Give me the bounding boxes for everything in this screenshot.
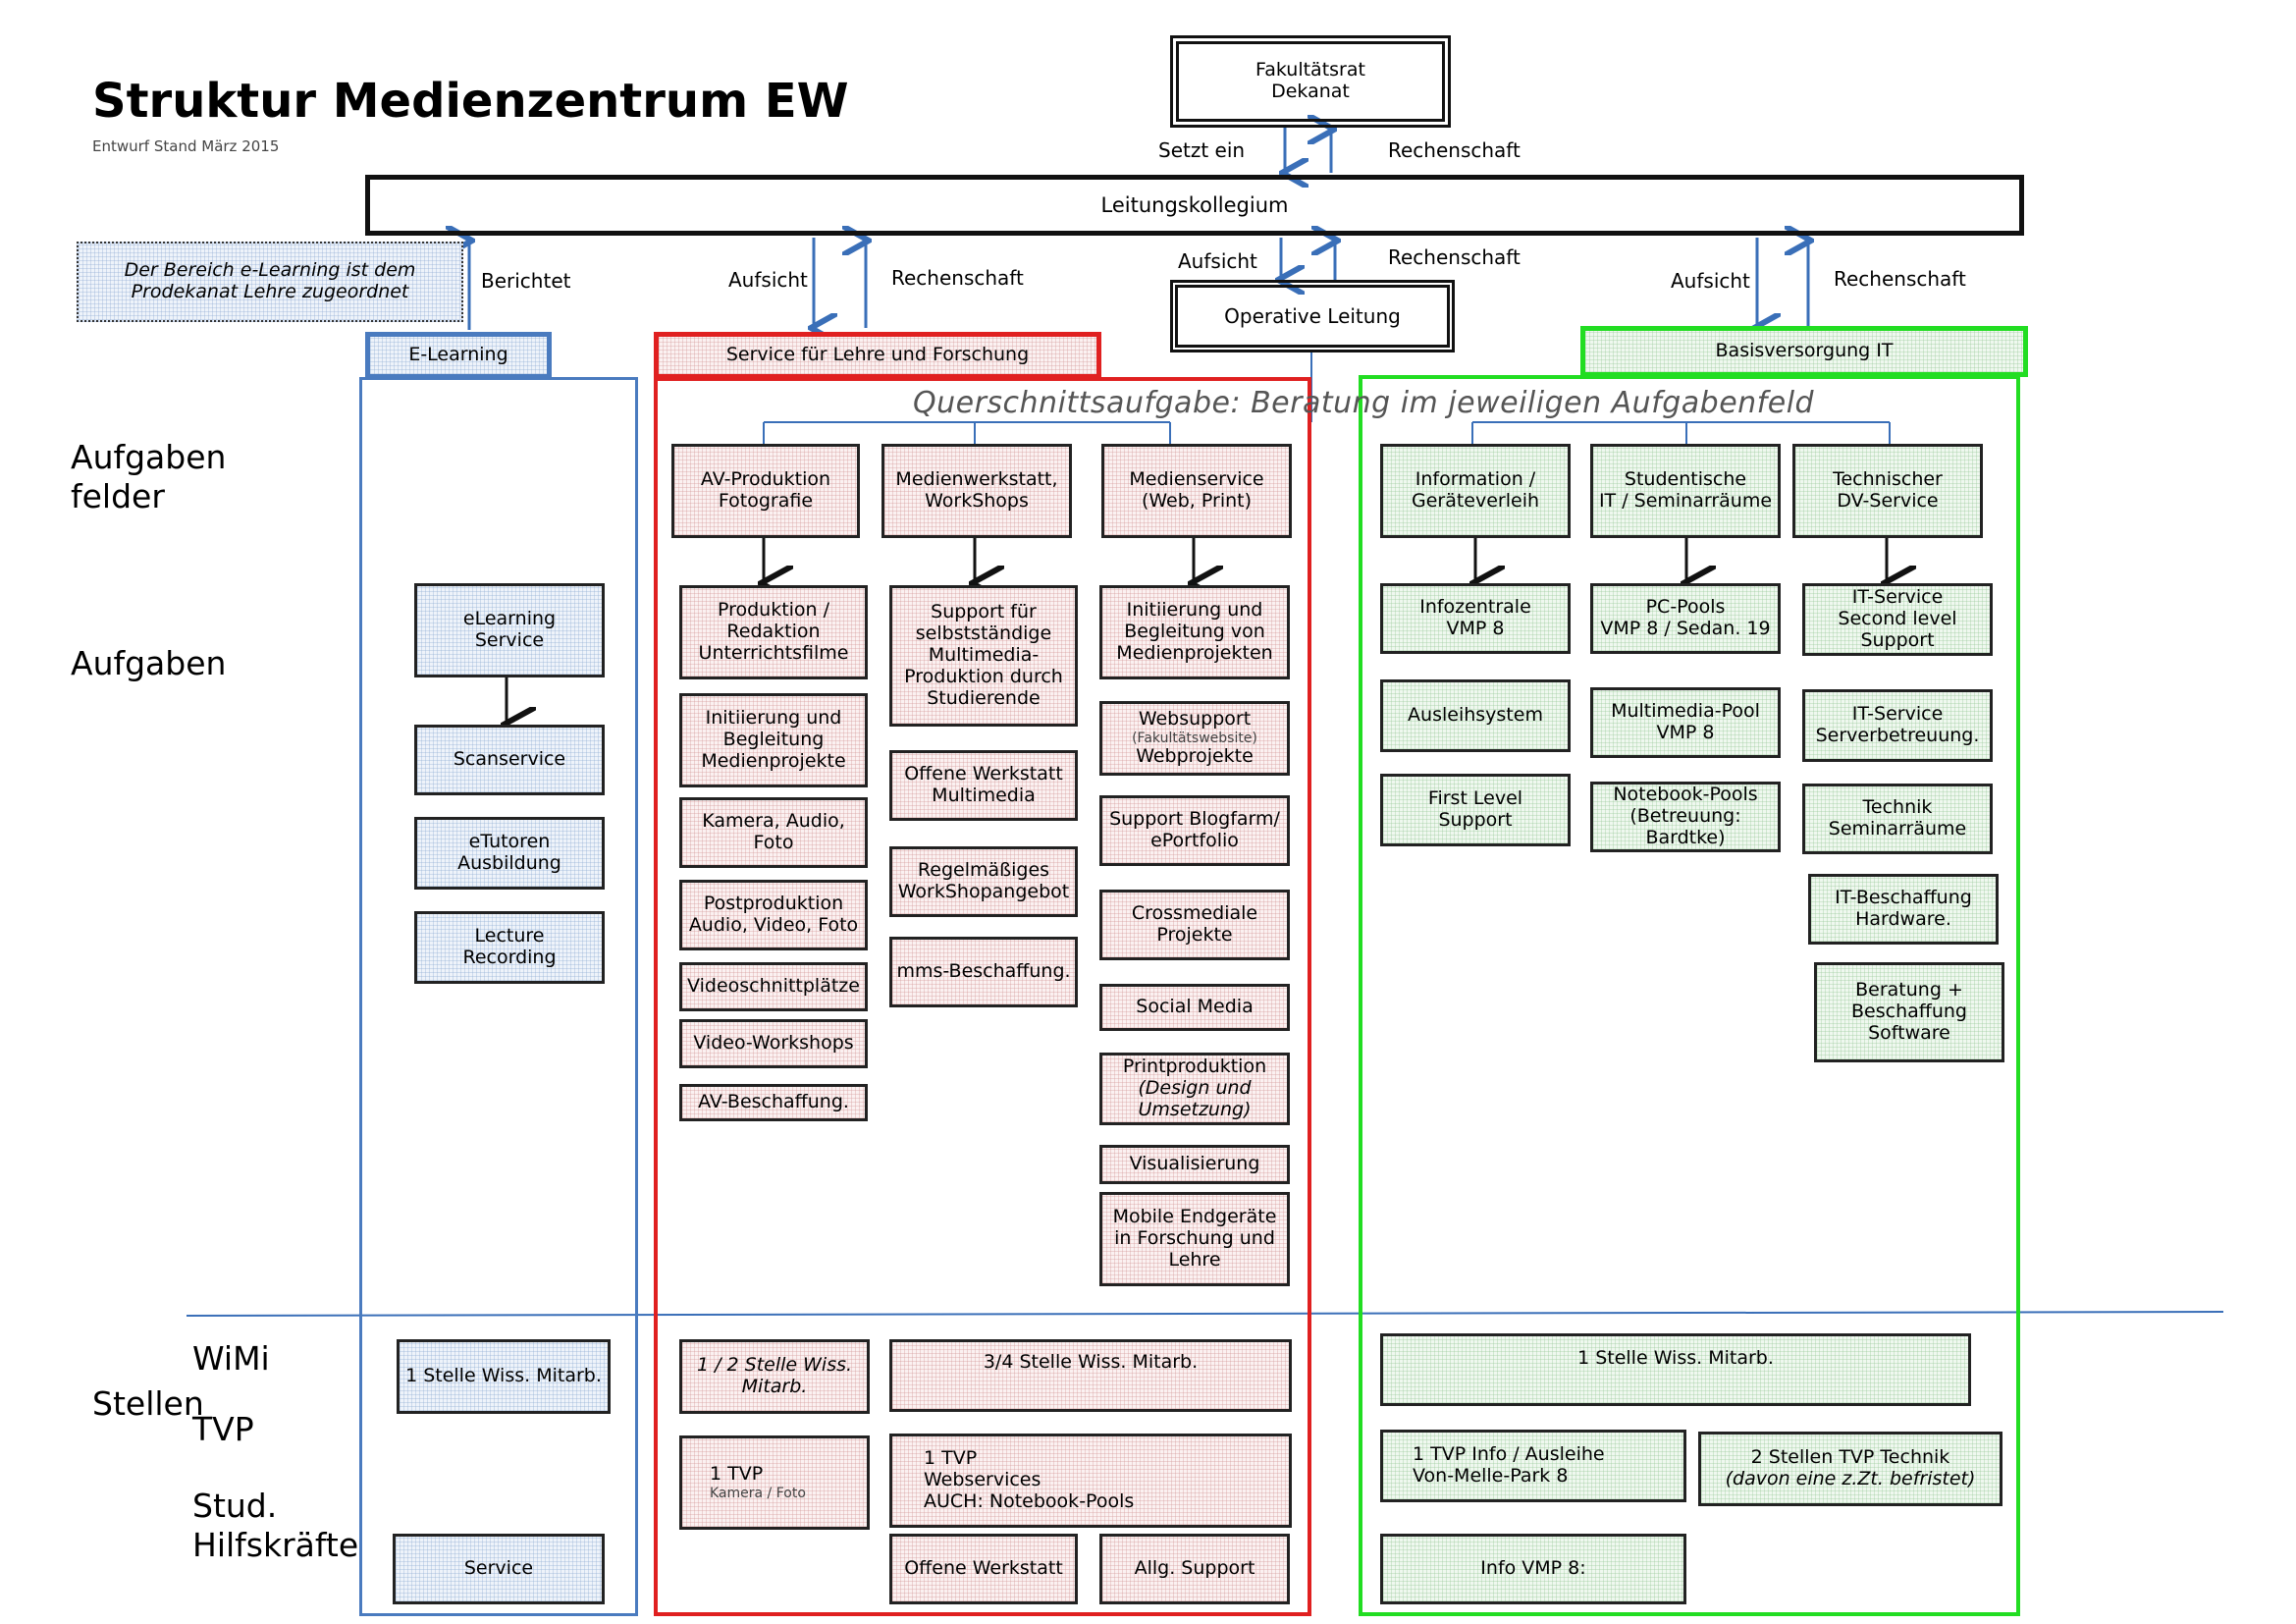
task-etutoren: eTutoren Ausbildung: [414, 817, 605, 890]
service-header: Service für Lehre und Forschung: [654, 332, 1101, 379]
operative-leitung-box: Operative Leitung: [1170, 280, 1455, 352]
task-beratung-software: Beratung + Beschaffung Software: [1814, 962, 2004, 1062]
it-tvp-technik-italic: (davon eine z.Zt. befristet): [1725, 1468, 1976, 1489]
field-medienwerkstatt: Medienwerkstatt, WorkShops: [881, 444, 1072, 538]
label-tvp: TVP: [192, 1410, 254, 1448]
label-aufgabenfelder: Aufgaben felder: [71, 438, 227, 515]
service-tvp-webservices: 1 TVP Webservices AUCH: Notebook-Pools: [889, 1434, 1292, 1528]
task-workshopangebot: Regelmäßiges WorkShopangebot: [889, 846, 1078, 917]
task-produktion-redaktion: Produktion / Redaktion Unterrichtsfilme: [679, 585, 868, 679]
task-it-service-second-level: IT-Service Second level Support: [1802, 583, 1993, 656]
task-lecture-recording: Lecture Recording: [414, 911, 605, 984]
service-tvp-small: Kamera / Foto: [710, 1485, 806, 1501]
it-tvp-technik: 2 Stellen TVP Technik (davon eine z.Zt. …: [1698, 1432, 2002, 1506]
task-websupport: Websupport (Fakultätswebsite) Webprojekt…: [1099, 701, 1290, 776]
elearning-note: Der Bereich e-Learning ist dem Prodekana…: [77, 242, 463, 322]
websupport-small: (Fakultätswebsite): [1132, 730, 1257, 746]
it-section: [1359, 375, 2020, 1616]
page-title: Struktur Medienzentrum EW: [92, 74, 849, 129]
service-tvp-title: 1 TVP: [710, 1463, 764, 1486]
page-subtitle: Entwurf Stand März 2015: [92, 137, 280, 155]
cross-section-label: Querschnittsaufgabe: Beratung im jeweili…: [913, 386, 1815, 420]
it-wimi: 1 Stelle Wiss. Mitarb.: [1380, 1333, 1971, 1406]
task-visualisierung: Visualisierung: [1099, 1145, 1290, 1184]
task-postproduktion: Postproduktion Audio, Video, Foto: [679, 880, 868, 950]
task-videoschnittplaetze: Videoschnittplätze: [679, 962, 868, 1011]
task-offene-werkstatt: Offene Werkstatt Multimedia: [889, 750, 1078, 821]
field-information-geraeteverleih: Information / Geräteverleih: [1380, 444, 1571, 538]
elearning-stud: Service: [393, 1534, 605, 1604]
aufsicht-label-operative: Aufsicht: [1178, 249, 1257, 273]
task-notebook-pools: Notebook-Pools (Betreuung: Bardtke): [1590, 782, 1781, 852]
aufsicht-label-service: Aufsicht: [728, 268, 808, 292]
websupport-bottom: Webprojekte: [1136, 745, 1254, 768]
task-ausleihsystem: Ausleihsystem: [1380, 679, 1571, 752]
task-it-service-server: IT-Service Serverbetreuung.: [1802, 689, 1993, 762]
elearning-header: E-Learning: [365, 332, 552, 379]
task-support-selbststaendige: Support für selbstständige Multimedia- P…: [889, 585, 1078, 727]
rechenschaft-label-it: Rechenschaft: [1834, 267, 1966, 291]
websupport-title: Websupport: [1138, 708, 1252, 731]
service-wimi-half: 1 / 2 Stelle Wiss. Mitarb.: [679, 1339, 870, 1414]
rechenschaft-label-service: Rechenschaft: [891, 266, 1024, 290]
field-av-produktion: AV-Produktion Fotografie: [671, 444, 860, 538]
elearning-section: [359, 377, 638, 1616]
berichtet-label: Berichtet: [481, 269, 571, 293]
printproduktion-italic: (Design und Umsetzung): [1138, 1077, 1252, 1120]
printproduktion-title: Printproduktion: [1122, 1056, 1267, 1078]
setzt-ein-label: Setzt ein: [1158, 138, 1246, 162]
task-printproduktion: Printproduktion (Design und Umsetzung): [1099, 1053, 1290, 1125]
task-scanservice: Scanservice: [414, 725, 605, 795]
task-infozentrale: Infozentrale VMP 8: [1380, 583, 1571, 654]
elearning-wimi: 1 Stelle Wiss. Mitarb.: [397, 1339, 611, 1414]
service-stud-offene-werkstatt: Offene Werkstatt: [889, 1534, 1078, 1604]
label-wimi: WiMi: [192, 1339, 270, 1378]
task-pc-pools: PC-Pools VMP 8 / Sedan. 19: [1590, 583, 1781, 654]
task-video-workshops: Video-Workshops: [679, 1019, 868, 1068]
it-tvp-info-ausleihe: 1 TVP Info / Ausleihe Von-Melle-Park 8: [1380, 1430, 1686, 1502]
task-mms-beschaffung: mms-Beschaffung.: [889, 937, 1078, 1007]
task-kamera-audio-foto: Kamera, Audio, Foto: [679, 797, 868, 868]
label-stellen: Stellen: [92, 1384, 204, 1423]
task-multimedia-pool: Multimedia-Pool VMP 8: [1590, 687, 1781, 758]
task-initiierung-medienprojekte: Initiierung und Begleitung Medienprojekt…: [679, 693, 868, 787]
service-wimi-34: 3/4 Stelle Wiss. Mitarb.: [889, 1339, 1292, 1412]
field-technischer-dv-service: Technischer DV-Service: [1792, 444, 1983, 538]
service-tvp-kamera: 1 TVP Kamera / Foto: [679, 1435, 870, 1530]
it-tvp-technik-title: 2 Stellen TVP Technik: [1750, 1446, 1950, 1469]
service-stud-allg-support: Allg. Support: [1099, 1534, 1290, 1604]
task-social-media: Social Media: [1099, 984, 1290, 1031]
task-it-beschaffung-hardware: IT-Beschaffung Hardware.: [1808, 874, 1999, 945]
aufsicht-label-it: Aufsicht: [1671, 269, 1750, 293]
task-elearning-service: eLearning Service: [414, 583, 605, 677]
task-technik-seminarraeume: Technik Seminarräume: [1802, 784, 1993, 854]
it-header: Basisversorgung IT: [1580, 326, 2028, 377]
it-stud-info: Info VMP 8:: [1380, 1534, 1686, 1604]
task-crossmediale-projekte: Crossmediale Projekte: [1099, 890, 1290, 960]
rechenschaft-label-top: Rechenschaft: [1388, 138, 1521, 162]
faculty-council-box: Fakultätsrat Dekanat: [1170, 35, 1451, 128]
leitungskollegium-box: Leitungskollegium: [365, 175, 2024, 236]
task-av-beschaffung: AV-Beschaffung.: [679, 1084, 868, 1121]
field-studentische-it: Studentische IT / Seminarräume: [1590, 444, 1781, 538]
rechenschaft-label-operative: Rechenschaft: [1388, 245, 1521, 269]
label-stud-hilfskraefte: Stud. Hilfskräfte: [192, 1487, 359, 1564]
task-support-blogfarm: Support Blogfarm/ ePortfolio: [1099, 795, 1290, 866]
task-mobile-endgeraete: Mobile Endgeräte in Forschung und Lehre: [1099, 1192, 1290, 1286]
service-section: [654, 377, 1311, 1616]
field-medienservice: Medienservice (Web, Print): [1101, 444, 1292, 538]
label-aufgaben: Aufgaben: [71, 644, 227, 682]
task-initiierung-begleitung: Initiierung und Begleitung von Medienpro…: [1099, 585, 1290, 679]
task-first-level-support: First Level Support: [1380, 774, 1571, 846]
